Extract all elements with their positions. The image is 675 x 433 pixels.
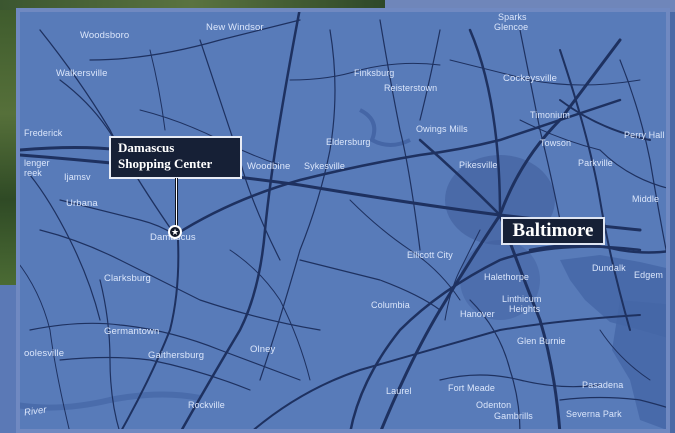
place-urbana: Urbana — [66, 198, 98, 209]
callout-line-1: Damascus — [118, 140, 175, 155]
place-severna-park: Severna Park — [566, 409, 622, 419]
place-finksburg: Finksburg — [354, 68, 395, 78]
place-walkersville: Walkersville — [56, 68, 108, 79]
place-eldersburg: Eldersburg — [326, 137, 371, 147]
place-ellicott-city: Ellicott City — [407, 250, 453, 260]
place-gaithersburg: Gaithersburg — [148, 350, 205, 361]
place-new-windsor: New Windsor — [206, 22, 264, 33]
place-linthicum: Linthicum — [502, 294, 542, 304]
place-rockville: Rockville — [188, 400, 225, 410]
place-pasadena: Pasadena — [582, 380, 624, 390]
place-cockeysville: Cockeysville — [503, 73, 557, 84]
place-reek: reek — [24, 168, 42, 178]
place-edgemere: Edgem — [634, 270, 664, 280]
place-perry-hall: Perry Hall — [624, 130, 665, 140]
place-pikesville: Pikesville — [459, 160, 498, 170]
place-dundalk: Dundalk — [592, 263, 626, 273]
callout-line-2: Shopping Center — [118, 156, 213, 171]
place-lenger: lenger — [24, 158, 50, 168]
satellite-map-strip — [0, 0, 385, 10]
place-germantown: Germantown — [104, 326, 160, 337]
place-fort-meade: Fort Meade — [448, 383, 496, 393]
place-parkville: Parkville — [578, 158, 613, 168]
place-woodbine: Woodbine — [247, 161, 291, 172]
place-poolesville: oolesville — [24, 348, 65, 359]
place-ijamsville: Ijamsv — [64, 172, 91, 182]
place-frederick: Frederick — [24, 128, 63, 138]
location-callout[interactable]: Damascus Shopping Center — [109, 136, 242, 179]
place-odenton: Odenton — [476, 400, 512, 410]
star-pin-icon[interactable]: ★ — [168, 225, 182, 239]
place-heights: Heights — [509, 304, 541, 314]
place-reisterstown: Reisterstown — [384, 83, 438, 93]
place-clarksburg: Clarksburg — [104, 273, 151, 284]
place-olney: Olney — [250, 344, 276, 355]
place-glencoe: Glencoe — [494, 22, 529, 32]
place-sparks: Sparks — [498, 12, 527, 22]
place-owings-mills: Owings Mills — [416, 124, 468, 134]
place-halethorpe: Halethorpe — [484, 272, 530, 282]
place-middle: Middle — [632, 194, 660, 204]
callout-leader-highlight — [176, 178, 177, 228]
place-laurel: Laurel — [386, 386, 412, 396]
place-sykesville: Sykesville — [304, 161, 346, 171]
place-timonium: Timonium — [530, 110, 570, 120]
place-columbia: Columbia — [371, 300, 410, 310]
place-gambrills: Gambrills — [494, 411, 533, 421]
place-woodsboro: Woodsboro — [80, 30, 130, 41]
road-network — [16, 8, 670, 433]
place-hanover: Hanover — [460, 309, 495, 319]
city-label-badge: Baltimore — [501, 217, 605, 245]
place-glen-burnie: Glen Burnie — [517, 336, 566, 346]
place-towson: Towson — [540, 138, 572, 148]
